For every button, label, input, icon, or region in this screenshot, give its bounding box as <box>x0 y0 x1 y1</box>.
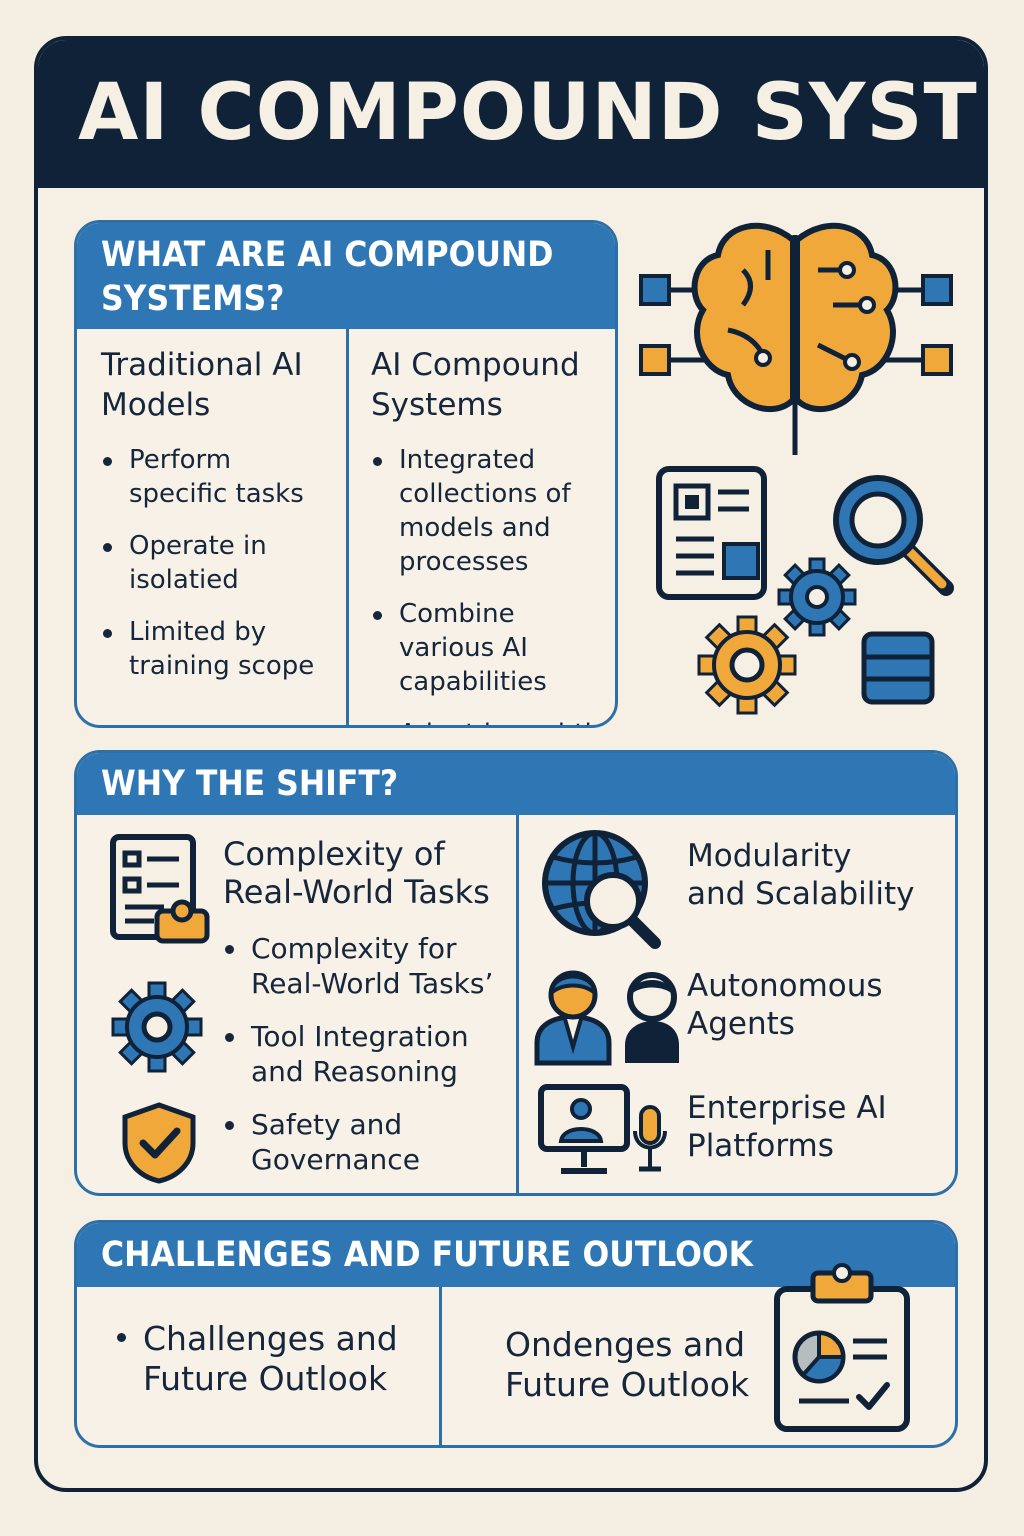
gear-icon <box>111 981 203 1073</box>
what-panel: WHAT ARE AI COMPOUND SYSTEMS? Traditiona… <box>74 220 618 728</box>
why-heading: WHY THE SHIFT? <box>101 764 399 804</box>
list-item: Complexity for Real-World Tasks’ <box>223 931 503 1001</box>
enterprise-platforms-label: Enterprise AI Platforms <box>687 1090 887 1164</box>
why-panel: WHY THE SHIFT? Complexity of Real-World … <box>74 750 958 1196</box>
list-item: Combine various AI capabilities <box>371 597 611 699</box>
list-item: Adapt in real-time <box>371 717 615 725</box>
why-left-title: Complexity of Real-World Tasks <box>223 835 490 911</box>
people-icon <box>534 970 679 1066</box>
checklist-icon <box>110 834 210 944</box>
compound-list: Integrated collections of models and pro… <box>371 443 615 725</box>
shield-check-icon <box>122 1102 196 1184</box>
title-bar: AI COMPOUND SYSTEMS <box>38 40 984 188</box>
globe-search-icon <box>542 830 661 949</box>
monitor-mic-icon <box>538 1084 667 1174</box>
what-divider <box>346 329 349 725</box>
document-icon <box>656 466 767 600</box>
challenges-list: Challenges and Future Outlook <box>115 1319 415 1417</box>
brain-icon <box>639 222 953 455</box>
page-title: AI COMPOUND SYSTEMS <box>78 68 984 158</box>
list-item: Operate in isolatied <box>101 529 337 597</box>
why-left-list: Complexity for Real-World Tasks’ Tool In… <box>223 931 503 1193</box>
what-heading-bar: WHAT ARE AI COMPOUND SYSTEMS? <box>77 223 615 329</box>
challenges-heading: CHALLENGES AND FUTURE OUTLOOK <box>101 1235 754 1275</box>
traditional-title: Traditional AI Models <box>101 347 303 423</box>
challenges-divider <box>439 1287 442 1445</box>
list-item: Perform specific tasks <box>101 443 337 511</box>
autonomous-agents-label: Autonomous Agents <box>687 968 883 1042</box>
clipboard-chart-icon <box>774 1263 910 1432</box>
magnifier-icon <box>833 475 954 596</box>
list-item: Challenges and Future Outlook <box>115 1319 415 1399</box>
traditional-list: Perform specific tasks Operate in isolat… <box>101 443 337 701</box>
challenges-panel: CHALLENGES AND FUTURE OUTLOOK Challenges… <box>74 1220 958 1448</box>
modularity-label: Modularity and Scalability <box>687 838 915 912</box>
why-heading-bar: WHY THE SHIFT? <box>77 753 955 815</box>
list-item: Integrated collections of models and pro… <box>371 443 611 579</box>
gear-icon <box>697 615 797 715</box>
compound-title: AI Compound Systems <box>371 347 580 423</box>
why-divider <box>516 815 519 1193</box>
list-item: Limited by training scope <box>101 615 337 683</box>
list-item: Safety and Governance <box>223 1107 503 1177</box>
database-icon <box>861 631 935 705</box>
challenges-heading-bar: CHALLENGES AND FUTURE OUTLOOK <box>77 1223 955 1287</box>
list-item: Tool Integration and Reasoning <box>223 1019 503 1089</box>
infographic-card: AI COMPOUND SYSTEMS WHAT ARE AI COMPOUND… <box>34 36 988 1492</box>
gear-icon <box>777 557 857 637</box>
challenges-right-text: Ondenges and Future Outlook <box>505 1325 750 1404</box>
what-heading: WHAT ARE AI COMPOUND SYSTEMS? <box>101 235 554 319</box>
